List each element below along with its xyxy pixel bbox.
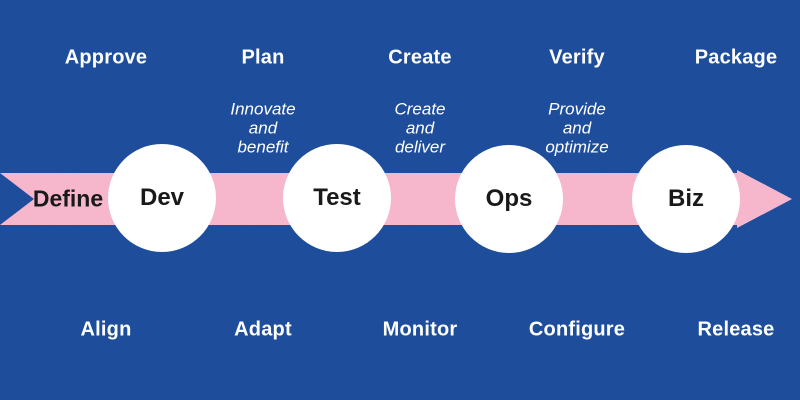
stage-label-monitor: Monitor — [382, 318, 458, 341]
phrase-line: Create — [394, 99, 446, 119]
stage-label-release: Release — [697, 318, 775, 341]
stage-label-create: Create — [388, 46, 452, 69]
node-dev: Dev — [108, 144, 216, 252]
node-test: Test — [283, 144, 391, 252]
phrase-line: benefit — [237, 137, 289, 157]
phrase-line: Innovate — [230, 99, 296, 119]
phrase-provide-and-optimize: Provide and optimize — [545, 100, 608, 157]
node-biz: Biz — [632, 145, 740, 253]
node-ops-label: Ops — [485, 185, 533, 212]
phrase-create-and-deliver: Create and deliver — [394, 100, 445, 157]
phrase-line: Provide — [548, 99, 606, 119]
phrase-line: optimize — [545, 137, 609, 157]
stage-label-verify: Verify — [549, 46, 605, 69]
phrase-line: and — [405, 118, 435, 138]
stage-label-package: Package — [694, 46, 778, 69]
stage-label-align: Align — [80, 318, 132, 341]
stage-label-configure: Configure — [528, 318, 626, 341]
node-biz-label: Biz — [668, 185, 704, 212]
node-ops: Ops — [455, 145, 563, 253]
node-dev-label: Dev — [139, 184, 185, 211]
stage-label-approve: Approve — [64, 46, 148, 69]
phrase-line: and — [562, 118, 592, 138]
stage-label-plan: Plan — [241, 46, 285, 69]
phrase-line: and — [248, 118, 278, 138]
phrase-line: deliver — [394, 137, 446, 157]
phrase-innovate-and-benefit: Innovate and benefit — [230, 100, 295, 157]
node-test-label: Test — [313, 184, 361, 211]
stage-label-adapt: Adapt — [234, 318, 292, 341]
band-start-label: Define — [32, 185, 104, 212]
